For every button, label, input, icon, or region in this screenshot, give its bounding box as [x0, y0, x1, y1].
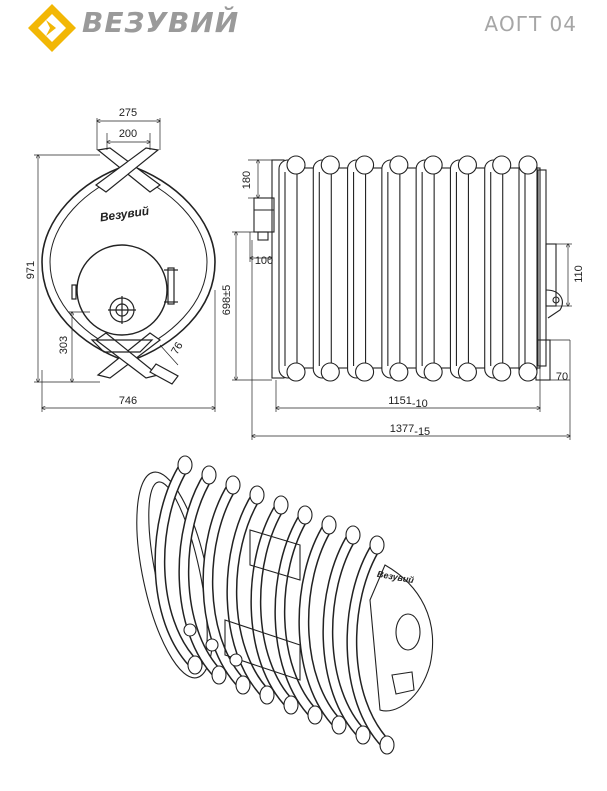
tube-end — [518, 155, 538, 175]
iso-tube-end — [369, 535, 385, 555]
iso-tube — [251, 502, 294, 708]
tube-end — [423, 155, 443, 175]
dim-height: 971 — [25, 261, 37, 279]
tube-end — [355, 362, 375, 382]
iso-tube — [323, 532, 366, 738]
tube-end — [492, 155, 512, 175]
dim-door: 110 — [573, 265, 585, 283]
tube-end — [518, 362, 538, 382]
iso-tube-end — [355, 725, 371, 745]
tube-end — [286, 155, 306, 175]
iso-tube — [347, 542, 390, 748]
iso-tube-end — [297, 505, 313, 525]
header: ВЕЗУВИЙ АОГТ 04 — [0, 0, 607, 60]
iso-tube-end — [177, 455, 193, 475]
dim-top-inner: 200 — [119, 128, 137, 140]
tube-end — [423, 362, 443, 382]
tube-end — [355, 155, 375, 175]
tube-end — [457, 155, 477, 175]
tube — [278, 159, 298, 379]
dim-pipe: 76 — [169, 340, 186, 357]
iso-tube-end — [249, 485, 265, 505]
iso-tube-end — [187, 655, 203, 675]
iso-tube-end — [201, 465, 217, 485]
iso-tube-end — [283, 695, 299, 715]
tube — [381, 159, 401, 379]
tube — [347, 159, 367, 379]
iso-tube-end — [321, 515, 337, 535]
tube — [518, 159, 538, 379]
tube-end — [457, 362, 477, 382]
dim-axis: 698±5 — [221, 285, 233, 316]
iso-tube-end — [235, 675, 251, 695]
dim-leg: 70 — [556, 371, 568, 383]
dim-total-length: 1377-15 — [390, 423, 430, 438]
side-view — [232, 155, 572, 440]
isometric-view — [136, 455, 434, 755]
convection-tubes — [278, 155, 538, 382]
tube-end — [389, 362, 409, 382]
iso-tube — [227, 492, 270, 698]
tube-end — [320, 362, 340, 382]
tube — [484, 159, 504, 379]
tube — [415, 159, 435, 379]
brand-name: ВЕЗУВИЙ — [82, 6, 240, 39]
dim-flue: 180 — [241, 171, 253, 189]
model-name: АОГТ 04 — [484, 12, 577, 36]
iso-tube-end — [211, 665, 227, 685]
tube-end — [389, 155, 409, 175]
tube-end — [286, 362, 306, 382]
iso-tube — [179, 472, 222, 678]
iso-tube-end — [259, 685, 275, 705]
iso-tube-end — [273, 495, 289, 515]
dim-ash: 303 — [58, 336, 70, 354]
iso-tube-end — [307, 705, 323, 725]
iso-tube — [203, 482, 246, 688]
front-view — [34, 118, 216, 412]
tube-end — [320, 155, 340, 175]
iso-tube — [155, 462, 198, 668]
tube — [449, 159, 469, 379]
dim-top-outer: 275 — [119, 107, 137, 119]
iso-tube-end — [379, 735, 395, 755]
iso-tube-end — [225, 475, 241, 495]
dim-width: 746 — [119, 395, 137, 407]
iso-tube — [275, 512, 318, 718]
front-badge: Везувий — [99, 204, 151, 225]
tube-end — [492, 362, 512, 382]
vezuviy-logo-icon — [28, 4, 76, 52]
iso-tube-end — [331, 715, 347, 735]
iso-tube-end — [345, 525, 361, 545]
tube — [312, 159, 332, 379]
dim-flue-offset: 100 — [255, 255, 273, 267]
dim-body-length: 1151-10 — [388, 395, 428, 410]
iso-tube — [299, 522, 342, 728]
